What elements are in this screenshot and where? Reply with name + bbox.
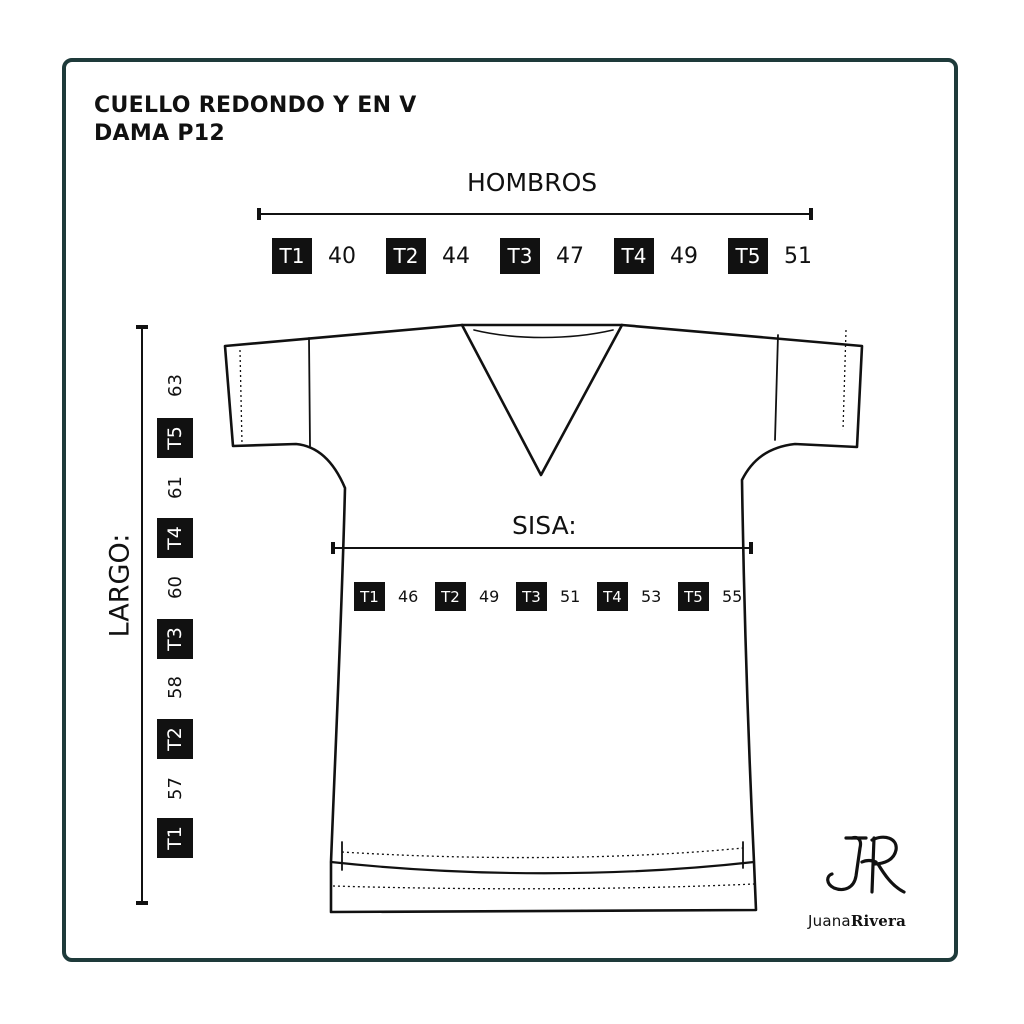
size-value: 61 xyxy=(164,475,186,499)
hombros-size-row: T1 40 T2 44 T3 47 T4 49 T5 51 xyxy=(272,238,842,274)
title-line-2: DAMA P12 xyxy=(94,121,226,146)
hem-stitch-upper xyxy=(341,847,744,859)
size-value: 53 xyxy=(641,587,662,606)
hem-line xyxy=(329,860,756,875)
hombros-dimension-cap-left xyxy=(257,208,261,220)
product-title: CUELLO REDONDO Y EN V DAMA P12 xyxy=(94,92,417,148)
size-tag: T4 xyxy=(597,582,628,611)
size-tag: T2 xyxy=(386,238,426,274)
largo-dimension-cap-top xyxy=(136,325,148,329)
left-sleeve-seam xyxy=(308,337,311,447)
size-value: 47 xyxy=(556,243,584,269)
sleeve-stitch-right xyxy=(842,329,847,431)
shirt-outline xyxy=(223,323,864,914)
size-value: 46 xyxy=(398,587,419,606)
size-value: 51 xyxy=(784,243,812,269)
largo-dimension-cap-bottom xyxy=(136,901,148,905)
brand-first-name: Juana xyxy=(808,912,851,930)
hombros-dimension-cap-right xyxy=(809,208,813,220)
size-tag: T5 xyxy=(678,582,709,611)
back-neckline xyxy=(473,329,614,339)
size-tag: T1 xyxy=(157,818,193,858)
largo-dimension-line xyxy=(141,327,143,903)
size-tag: T1 xyxy=(354,582,385,611)
size-value: 44 xyxy=(442,243,470,269)
brand-name: JuanaRivera xyxy=(808,912,906,930)
diagram-frame xyxy=(62,58,958,962)
size-tag: T3 xyxy=(516,582,547,611)
hombros-dimension-line xyxy=(259,213,811,215)
sleeve-stitch-left xyxy=(239,349,243,445)
sisa-dimension-line xyxy=(333,547,751,549)
hombros-label: HOMBROS xyxy=(467,168,598,197)
brand-last-name: Rivera xyxy=(850,912,907,930)
size-value: 55 xyxy=(722,587,743,606)
size-tag: T4 xyxy=(614,238,654,274)
sisa-label: SISA: xyxy=(512,511,577,540)
right-sleeve-seam xyxy=(774,334,779,441)
size-value: 60 xyxy=(164,575,186,599)
sisa-dimension-cap-left xyxy=(331,542,335,554)
size-tag: T1 xyxy=(272,238,312,274)
size-value: 49 xyxy=(479,587,500,606)
size-value: 63 xyxy=(164,373,186,397)
size-tag: T4 xyxy=(157,518,193,558)
size-value: 57 xyxy=(164,776,186,800)
brand-monogram-icon xyxy=(826,835,906,894)
size-tag: T3 xyxy=(500,238,540,274)
brand-logo: JuanaRivera xyxy=(808,832,918,932)
size-tag: T3 xyxy=(157,619,193,659)
title-line-1: CUELLO REDONDO Y EN V xyxy=(94,93,417,118)
sisa-size-row: T1 46 T2 49 T3 51 T4 53 T5 55 xyxy=(354,582,759,611)
size-value: 40 xyxy=(328,243,356,269)
size-tag: T2 xyxy=(435,582,466,611)
size-tag: T5 xyxy=(728,238,768,274)
size-value: 58 xyxy=(164,675,186,699)
v-neck xyxy=(460,323,624,477)
hem-stitch-lower xyxy=(332,883,755,890)
sisa-dimension-cap-right xyxy=(749,542,753,554)
size-value: 49 xyxy=(670,243,698,269)
size-value: 51 xyxy=(560,587,581,606)
size-tag: T2 xyxy=(157,719,193,759)
size-tag: T5 xyxy=(157,418,193,458)
largo-label: LARGO: xyxy=(104,533,136,638)
